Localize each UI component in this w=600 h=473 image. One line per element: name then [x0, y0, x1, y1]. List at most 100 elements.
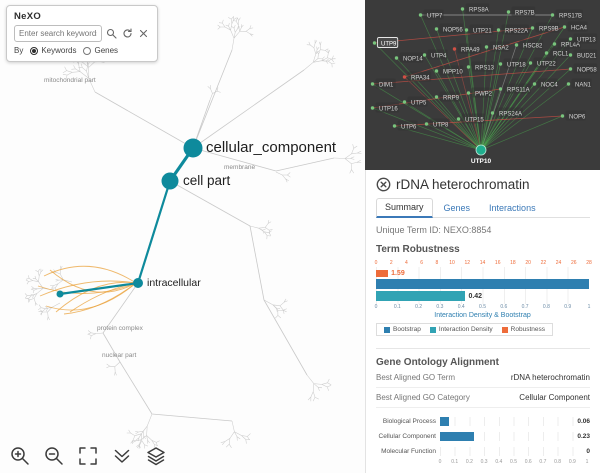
- search-panel: NeXO By Keywords Genes: [6, 5, 158, 62]
- svg-text:BUD21: BUD21: [577, 54, 597, 60]
- network-node-UTP6[interactable]: UTP6: [392, 120, 418, 131]
- network-node-RPS13[interactable]: RPS13: [466, 61, 496, 72]
- network-node-HCA4[interactable]: HCA4: [562, 21, 588, 32]
- network-node-RPA49[interactable]: RPA49: [452, 43, 482, 54]
- network-node-UTP5[interactable]: UTP5: [402, 96, 428, 107]
- network-node-NOP56[interactable]: NOP56: [434, 23, 464, 34]
- network-node-NAN1[interactable]: NAN1: [566, 78, 592, 89]
- network-node-NOC4[interactable]: NOC4: [532, 78, 559, 89]
- tab-interactions[interactable]: Interactions: [489, 203, 536, 213]
- tree-node-label-nuclear-part[interactable]: nuclear part: [102, 352, 137, 359]
- svg-text:UTP22: UTP22: [537, 62, 556, 68]
- svg-text:UTP15: UTP15: [465, 118, 484, 124]
- svg-text:UTP13: UTP13: [577, 38, 596, 44]
- tree-node-label-intracellular[interactable]: intracellular: [147, 277, 201, 289]
- network-node-NOP14[interactable]: NOP14: [394, 52, 424, 63]
- network-node-NSA2[interactable]: NSA2: [484, 41, 510, 52]
- network-node-PWP2[interactable]: PWP2: [466, 87, 493, 98]
- tree-node-label-cellular-component[interactable]: cellular_component: [206, 139, 337, 156]
- tab-genes[interactable]: Genes: [443, 203, 471, 213]
- tree-node[interactable]: [56, 290, 64, 298]
- reset-icon[interactable]: [121, 27, 134, 40]
- radio-genes[interactable]: Genes: [83, 46, 118, 55]
- svg-text:RPS11A: RPS11A: [507, 88, 530, 94]
- svg-text:MPP10: MPP10: [443, 70, 463, 76]
- tree-node[interactable]: [133, 278, 143, 288]
- tree-node-label-protein-complex[interactable]: protein complex: [97, 325, 143, 332]
- radio-genes-circle[interactable]: [83, 46, 92, 55]
- svg-text:NAN1: NAN1: [575, 83, 592, 89]
- svg-text:RPA34: RPA34: [411, 76, 430, 82]
- network-node-UTP9[interactable]: UTP9: [372, 37, 399, 48]
- tab-summary[interactable]: Summary: [376, 198, 433, 218]
- radio-keywords-label: Keywords: [41, 46, 77, 55]
- svg-text:RPS24A: RPS24A: [499, 112, 522, 118]
- radio-keywords-circle[interactable]: [30, 46, 39, 55]
- network-node-UTP10[interactable]: UTP10: [471, 144, 492, 165]
- network-node-RPS22A[interactable]: RPS22A: [496, 24, 529, 35]
- tree-node-label-mitochondrial-part[interactable]: mitochondrial part: [44, 77, 96, 84]
- network-node-MPP10[interactable]: MPP10: [434, 65, 464, 76]
- network-node-DIM1[interactable]: DIM1: [370, 78, 396, 89]
- fit-to-screen-button[interactable]: [76, 444, 100, 468]
- network-node-UTP16[interactable]: UTP16: [370, 102, 400, 113]
- network-node-UTP8[interactable]: UTP8: [424, 118, 450, 129]
- clear-icon[interactable]: [137, 27, 150, 40]
- ontology-tree-canvas[interactable]: cellular_component cell part intracellul…: [0, 0, 365, 473]
- network-node-UTP21[interactable]: UTP21: [464, 24, 494, 35]
- network-node-RPS24A[interactable]: RPS24A: [490, 107, 523, 118]
- search-input[interactable]: [14, 25, 102, 42]
- svg-text:UTP10: UTP10: [471, 158, 492, 165]
- network-node-RCL1[interactable]: RCL1: [544, 47, 570, 58]
- details-tabs: Summary Genes Interactions: [376, 198, 590, 218]
- radio-keywords[interactable]: Keywords: [30, 46, 76, 55]
- layers-icon: [147, 447, 165, 466]
- tree-node[interactable]: [161, 172, 179, 190]
- ontology-tree-svg[interactable]: [0, 0, 365, 473]
- svg-text:UTP4: UTP4: [431, 54, 447, 60]
- network-node-RPA34[interactable]: RPA34: [402, 71, 432, 82]
- svg-text:NOP58: NOP58: [577, 68, 597, 74]
- network-node-HSC82[interactable]: HSC82: [514, 39, 544, 50]
- tree-node[interactable]: [183, 138, 203, 158]
- network-node-RPS11A[interactable]: RPS11A: [498, 83, 531, 94]
- network-node-UTP15[interactable]: UTP15: [456, 113, 486, 124]
- network-node-UTP7[interactable]: UTP7: [418, 9, 444, 20]
- network-node-RPS7B[interactable]: RPS7B: [506, 6, 536, 17]
- network-node-NOP58[interactable]: NOP58: [568, 63, 598, 74]
- svg-text:UTP6: UTP6: [401, 125, 417, 131]
- zoom-in-button[interactable]: [8, 444, 32, 468]
- network-node-UTP4[interactable]: UTP4: [422, 49, 448, 60]
- search-icon[interactable]: [105, 27, 118, 40]
- network-node-RPS9B[interactable]: RPS9B: [530, 22, 560, 33]
- svg-text:RRP9: RRP9: [443, 96, 460, 102]
- network-node-RPS17B[interactable]: RPS17B: [550, 9, 583, 20]
- tree-node-label-membrane[interactable]: membrane: [224, 164, 256, 171]
- radio-genes-label: Genes: [94, 46, 119, 55]
- network-node-UTP22[interactable]: UTP22: [528, 57, 558, 68]
- svg-text:RPA49: RPA49: [461, 48, 480, 54]
- zoom-out-button[interactable]: [42, 444, 66, 468]
- network-node-NOP6[interactable]: NOP6: [560, 110, 586, 121]
- network-node-UTP18[interactable]: UTP18: [498, 58, 528, 69]
- collapse-levels-button[interactable]: [110, 444, 134, 468]
- svg-text:UTP18: UTP18: [507, 63, 526, 69]
- network-node-RRP9[interactable]: RRP9: [434, 91, 460, 102]
- network-node-RPS8A[interactable]: RPS8A: [460, 3, 490, 14]
- network-node-BUD21[interactable]: BUD21: [568, 49, 598, 60]
- close-icon: [376, 177, 391, 192]
- svg-text:NOP56: NOP56: [443, 28, 463, 34]
- svg-text:UTP5: UTP5: [411, 101, 427, 107]
- layers-button[interactable]: [144, 444, 168, 468]
- tree-node-label-cell-part[interactable]: cell part: [183, 173, 231, 188]
- search-by-label: By: [14, 46, 24, 55]
- network-node-UTP13[interactable]: UTP13: [568, 33, 598, 44]
- close-details-button[interactable]: [376, 177, 391, 192]
